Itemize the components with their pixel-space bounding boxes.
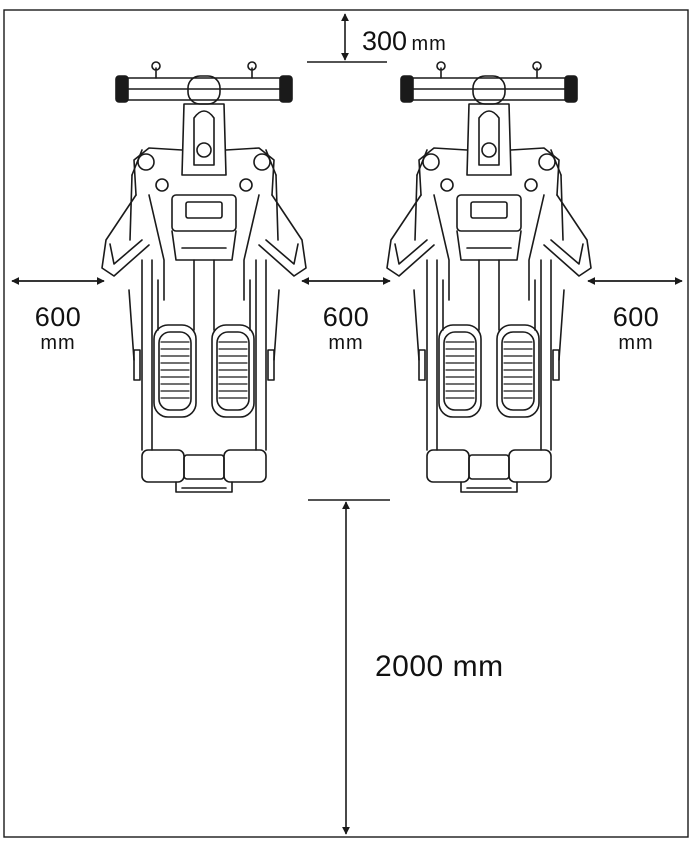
left-clearance-unit: mm bbox=[40, 332, 76, 354]
top-clearance-unit: mm bbox=[411, 33, 447, 55]
middle-clearance-value: 600 bbox=[322, 302, 370, 332]
right-clearance-label: 600 mm bbox=[600, 302, 672, 354]
right-clearance-unit: mm bbox=[618, 332, 654, 354]
top-clearance-value: 300 bbox=[362, 26, 408, 56]
elliptical-trainer-icon bbox=[386, 61, 592, 493]
right-clearance-value: 600 bbox=[612, 302, 660, 332]
left-clearance-value: 600 bbox=[34, 302, 82, 332]
elliptical-trainer-icon bbox=[101, 61, 307, 493]
rear-clearance-label: 2000 mm bbox=[375, 650, 504, 683]
top-clearance-label: 300 mm bbox=[362, 28, 447, 55]
room-outline bbox=[3, 9, 689, 838]
middle-clearance-unit: mm bbox=[328, 332, 364, 354]
left-clearance-label: 600 mm bbox=[22, 302, 94, 354]
middle-clearance-label: 600 mm bbox=[310, 302, 382, 354]
